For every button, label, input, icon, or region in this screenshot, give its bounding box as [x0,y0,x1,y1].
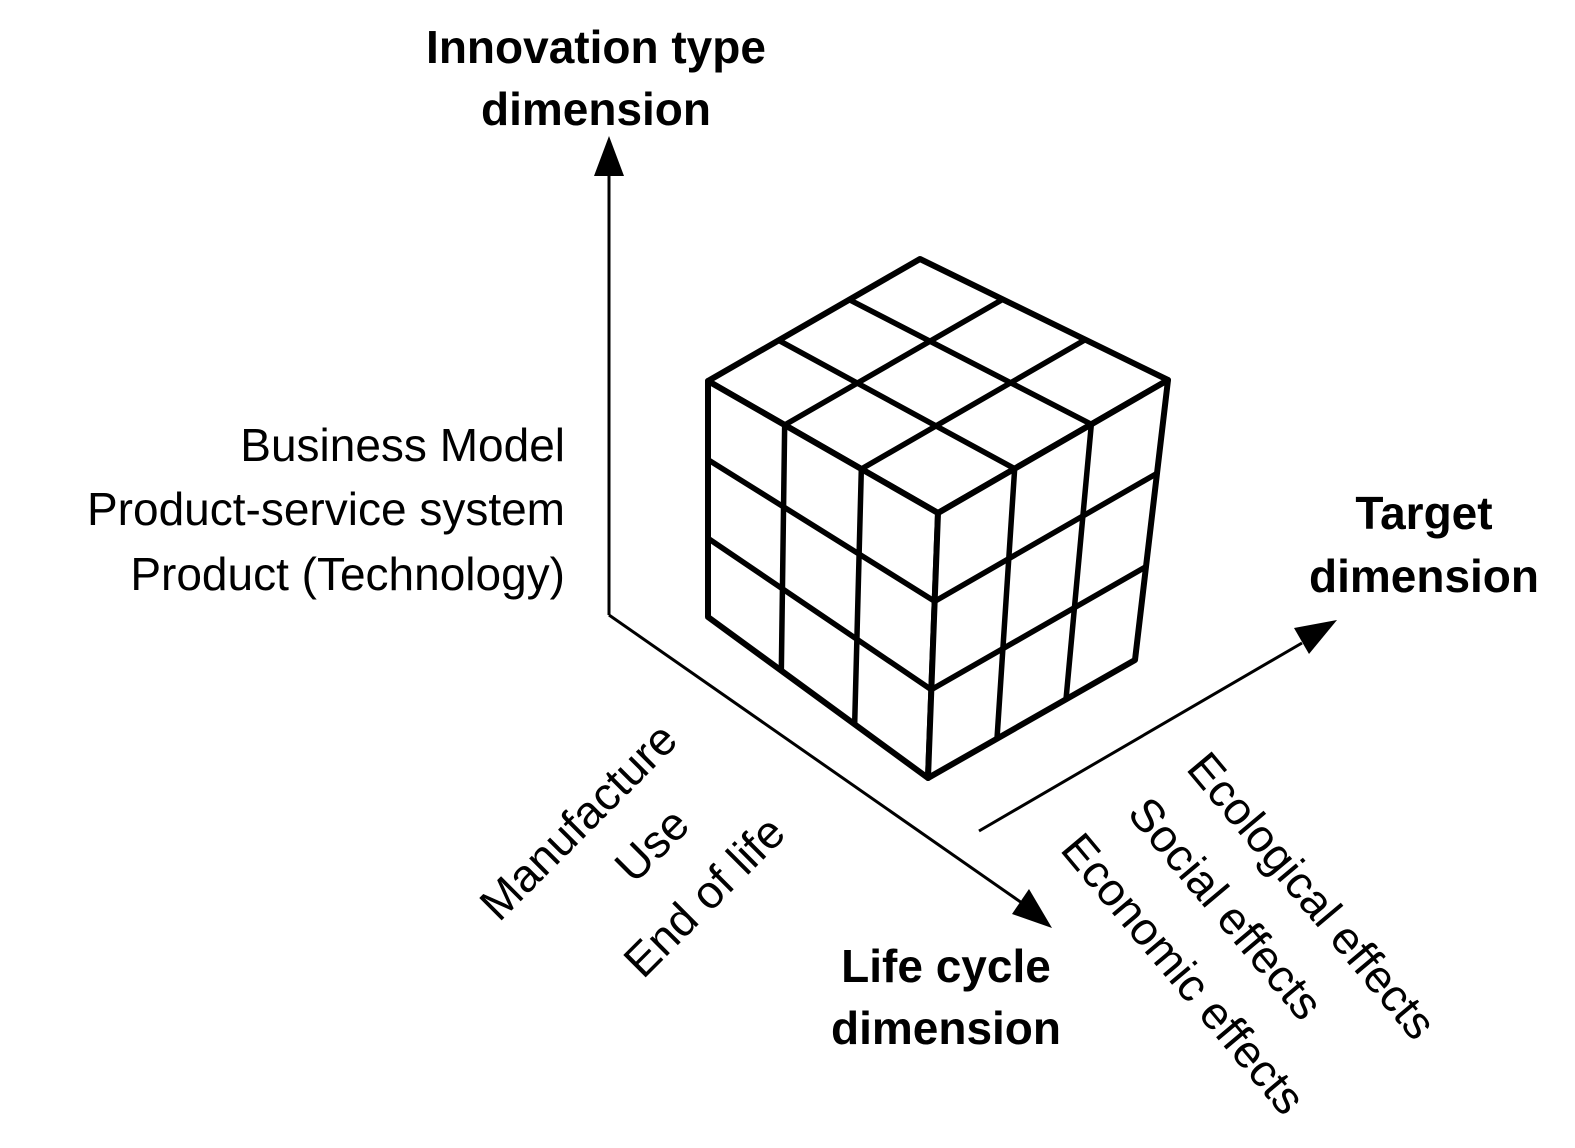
target-axis-line [978,641,1303,833]
life-cycle-dimension: Life cycle dimension Manufacture Use End… [469,712,1061,1054]
cube-right-grid-line [928,563,1149,693]
cube-grid-lines [705,296,1160,742]
axes [594,136,1337,928]
cube-right-grid-line [931,470,1160,605]
cube-left-grid-line [778,422,788,674]
life-cycle-axis-line [608,613,1023,905]
innovation-level-product-service-system: Product-service system [87,483,565,535]
innovation-level-business-model: Business Model [240,419,565,471]
target-arrowhead [1294,620,1337,654]
life-cycle-arrowhead [1012,889,1052,928]
innovation-type-arrowhead [594,136,624,176]
cube-left-grid-line [705,535,935,693]
innovation-type-title-line-2: dimension [481,83,711,135]
innovation-level-product-technology: Product (Technology) [130,548,565,600]
cube-top-grid-line [781,296,1006,428]
cube [705,256,1171,781]
cube-left-grid-line [705,456,938,605]
innovation-type-title-line-1: Innovation type [426,21,766,73]
cube-left-grid-line [851,466,865,728]
cube-top-grid-line [846,296,1095,428]
cube-top-grid-line [775,337,1018,472]
innovation-type-dimension: Innovation type dimension Business Model… [87,21,766,600]
target-title-line-2: dimension [1309,550,1539,602]
cube-right-grid-line [994,465,1018,742]
life-cycle-title-line-1: Life cycle [841,940,1051,992]
target-title-line-1: Target [1355,487,1492,539]
life-cycle-title-line-2: dimension [831,1002,1061,1054]
cube-top-grid-line [858,336,1089,472]
cube-right-grid-line [1063,421,1095,703]
